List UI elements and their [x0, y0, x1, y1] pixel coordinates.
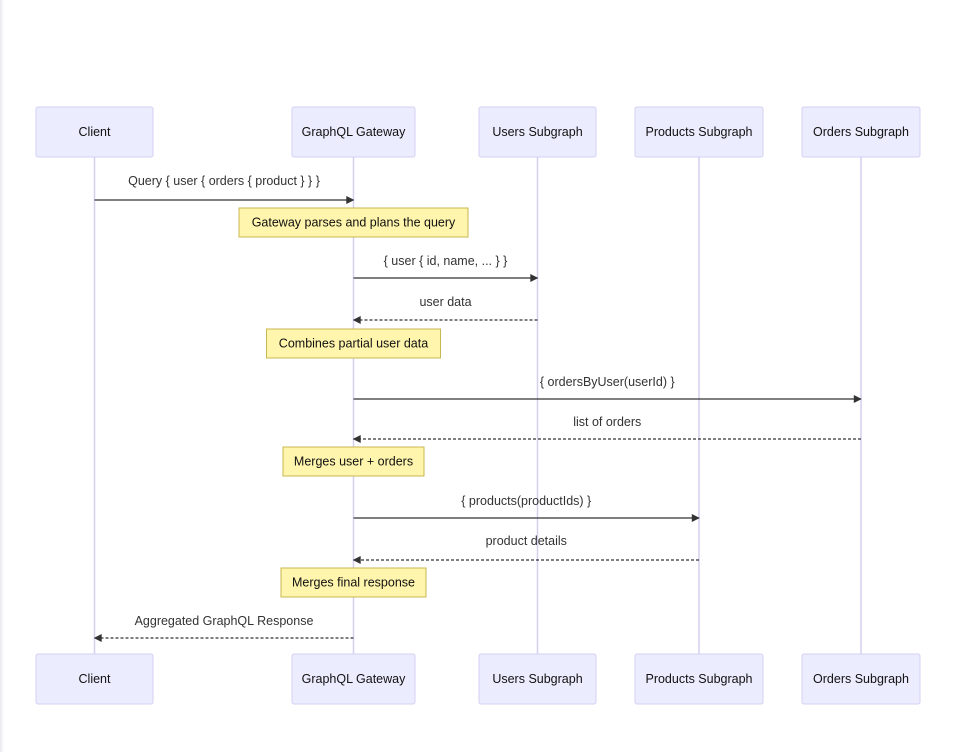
note-box: [280, 567, 427, 598]
note: Combines partial user data: [266, 328, 441, 359]
message-gateway-to-users: { user { id, name, ... } }: [353, 254, 539, 282]
note: Merges final response: [280, 567, 427, 598]
participant-orders-bottom: Orders Subgraph: [801, 653, 921, 705]
participant-gateway-top: GraphQL Gateway: [291, 106, 416, 158]
participant-label: Client: [79, 125, 111, 139]
participant-client-top: Client: [35, 106, 154, 158]
page-edge: [0, 0, 4, 752]
participant-label: Orders Subgraph: [813, 672, 909, 686]
note-box: [238, 207, 469, 238]
participant-box: [478, 106, 597, 158]
participant-orders-top: Orders Subgraph: [801, 106, 921, 158]
message-label: Aggregated GraphQL Response: [135, 614, 314, 628]
lifelines: [93, 157, 862, 654]
participant-box: [478, 653, 597, 705]
message-label: product details: [486, 534, 567, 548]
participant-box: [634, 106, 764, 158]
participant-users-top: Users Subgraph: [478, 106, 597, 158]
participant-label: Users Subgraph: [492, 672, 582, 686]
message-label: { ordersByUser(userId) }: [540, 375, 675, 389]
message-orders-to-gateway: list of orders: [352, 415, 861, 443]
note-label: Gateway parses and plans the query: [252, 216, 456, 230]
message-client-to-gateway: Query { user { orders { product } } }: [94, 174, 355, 204]
participant-box: [35, 653, 154, 705]
participant-label: Products Subgraph: [645, 672, 752, 686]
participant-label: Client: [79, 672, 111, 686]
participant-label: GraphQL Gateway: [302, 672, 407, 686]
participant-label: Products Subgraph: [645, 125, 752, 139]
participant-products-top: Products Subgraph: [634, 106, 764, 158]
note: Merges user + orders: [282, 446, 425, 477]
participant-box: [801, 106, 921, 158]
message-gateway-to-products: { products(productIds) }: [353, 494, 700, 522]
participant-products-bottom: Products Subgraph: [634, 653, 764, 705]
participant-users-bottom: Users Subgraph: [478, 653, 597, 705]
note-box: [282, 446, 425, 477]
participant-label: Users Subgraph: [492, 125, 582, 139]
message-gateway-to-orders: { ordersByUser(userId) }: [353, 375, 862, 403]
participant-box: [634, 653, 764, 705]
participant-box: [291, 106, 416, 158]
participant-label: GraphQL Gateway: [302, 125, 407, 139]
participant-box: [291, 653, 416, 705]
participant-box: [801, 653, 921, 705]
participant-client-bottom: Client: [35, 653, 154, 705]
message-label: Query { user { orders { product } } }: [128, 174, 320, 188]
participant-label: Orders Subgraph: [813, 125, 909, 139]
actors-bottom: Client GraphQL Gateway Users Subgraph Produ…: [35, 653, 921, 705]
note-label: Merges final response: [292, 576, 415, 590]
note-label: Merges user + orders: [294, 455, 413, 469]
note: Gateway parses and plans the query: [238, 207, 469, 238]
message-users-to-gateway: user data: [352, 295, 538, 324]
actors-top: Client GraphQL Gateway Users Subgraph Produ…: [35, 106, 921, 158]
message-label: { products(productIds) }: [461, 494, 591, 508]
note-label: Combines partial user data: [279, 337, 428, 351]
note-box: [266, 328, 441, 359]
participant-box: [35, 106, 154, 158]
message-label: list of orders: [573, 415, 641, 429]
message-label: { user { id, name, ... } }: [384, 254, 508, 268]
message-gateway-to-client: Aggregated GraphQL Response: [93, 614, 354, 642]
participant-gateway-bottom: GraphQL Gateway: [291, 653, 416, 705]
steps: Query { user { orders { product } } } Gat…: [93, 174, 862, 642]
message-products-to-gateway: product details: [352, 534, 699, 564]
message-label: user data: [419, 295, 471, 309]
